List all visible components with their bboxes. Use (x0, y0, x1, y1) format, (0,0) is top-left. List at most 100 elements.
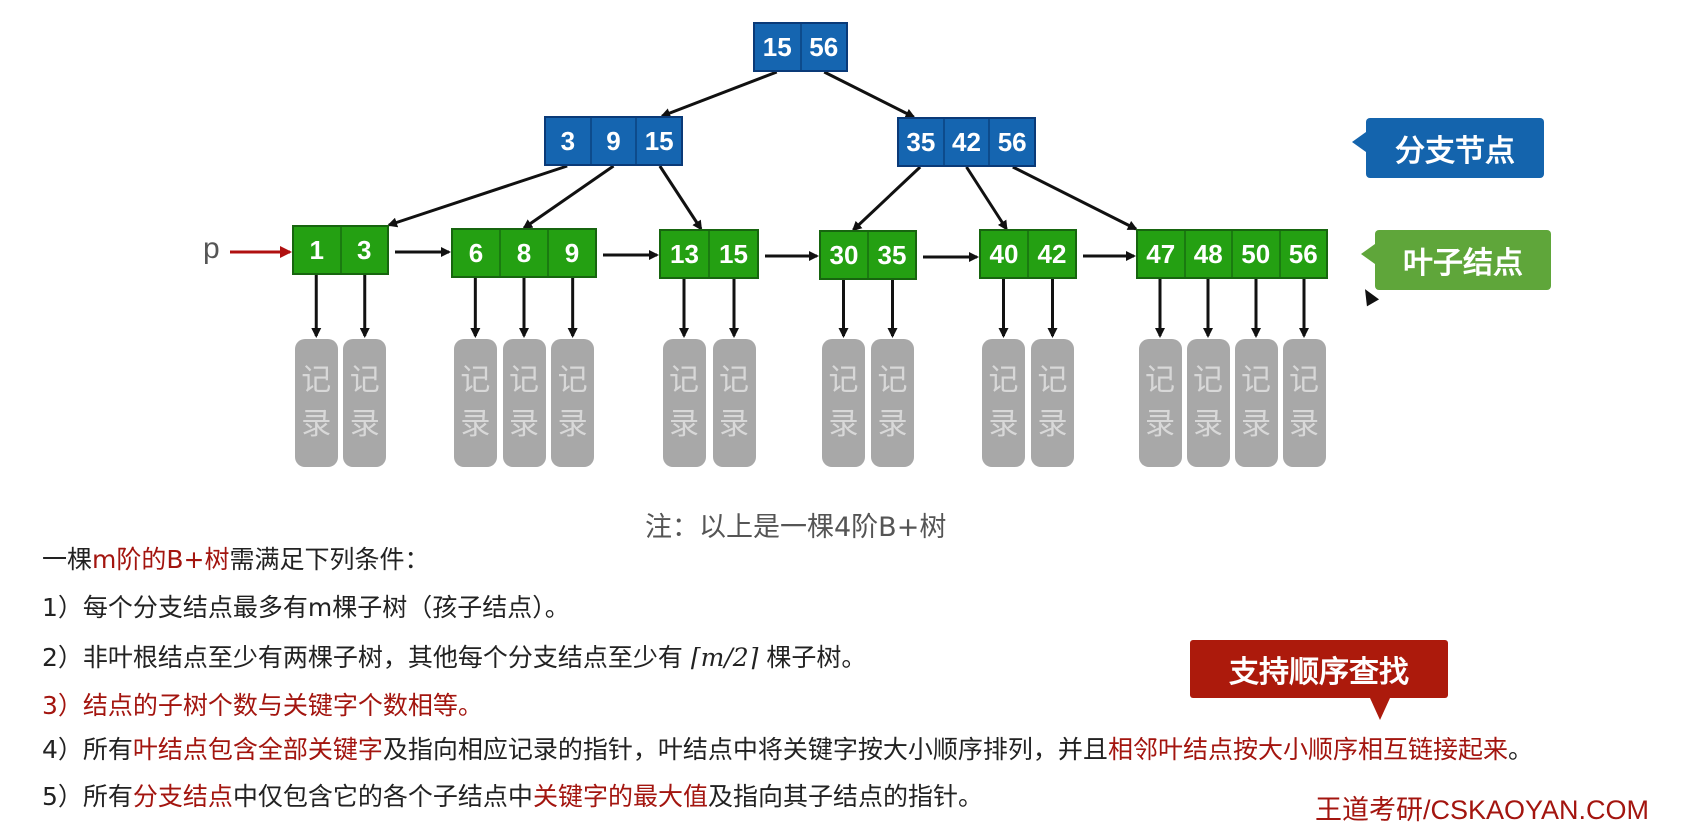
record-label: 记 (301, 363, 332, 398)
condition-2: 2）非叶根结点至少有两棵子树，其他每个分支结点至少有 ⌈m/2⌉ 棵子树。 (42, 638, 866, 674)
intro-text: 一棵 (42, 545, 93, 574)
record-label: 记 (719, 363, 749, 398)
record-block: 记录 (1031, 339, 1074, 467)
root-to-branch-arrow (823, 70, 916, 119)
record-block: 记录 (871, 339, 914, 467)
record-label: 录 (1289, 407, 1319, 442)
record-label: 记 (1145, 363, 1175, 398)
branch-to-leaf-arrow (1012, 165, 1138, 231)
root-to-branch-arrow (660, 70, 778, 118)
leaf-key-cell: 47 (1138, 231, 1186, 277)
condition-5-highlight-1: 分支结点 (132, 782, 233, 811)
condition-2-text-end: 棵子树。 (758, 643, 867, 672)
leaf-key-cell: 1 (294, 227, 342, 273)
leaf-key-cell: 50 (1233, 231, 1281, 277)
record-label: 记 (1241, 363, 1271, 398)
record-block: 记录 (712, 339, 756, 467)
record-label: 录 (828, 407, 859, 442)
record-label: 记 (349, 363, 380, 398)
record-block: 记录 (1282, 339, 1326, 467)
leaf-key-cell: 40 (981, 231, 1029, 277)
leaf-key-cell: 56 (1288, 238, 1318, 269)
record-block: 记录 (662, 339, 706, 467)
record-label: 记 (1037, 363, 1068, 398)
intro-text-end: 需满足下列条件： (229, 545, 430, 574)
branch-key-cell: 3 (546, 118, 592, 164)
ceil-m-half-formula: ⌈m/2⌉ (690, 643, 759, 672)
record-label: 录 (1193, 407, 1223, 442)
record-label: 记 (1193, 363, 1223, 398)
leaf-node: 30 35 (819, 230, 917, 280)
leaf-key-cell: 3 (357, 234, 372, 265)
condition-5-text-mid: 中仅包含它的各个子结点中 (232, 782, 533, 811)
record-label: 录 (301, 407, 332, 442)
condition-5-text-end: 及指向其子结点的指针。 (707, 782, 983, 811)
branch-to-leaf-arrow (387, 164, 568, 228)
root-key-cell: 56 (809, 31, 839, 62)
record-label: 录 (460, 407, 491, 442)
watermark: 王道考研/CSKAOYAN.COM (1315, 795, 1650, 825)
leaf-key-cell: 9 (564, 237, 580, 268)
record-label: 录 (877, 407, 908, 442)
branch-key-cell: 56 (997, 126, 1027, 157)
record-label: 记 (828, 363, 859, 398)
leaf-key-cell: 48 (1186, 231, 1233, 277)
branch-to-leaf-arrow (965, 166, 1008, 231)
branch-key-cell: 15 (644, 125, 674, 156)
record-label: 录 (1241, 407, 1271, 442)
condition-4-highlight-1: 叶结点包含全部关键字 (132, 735, 383, 764)
condition-5-highlight-2: 关键字的最大值 (532, 782, 708, 811)
record-label: 录 (557, 407, 588, 442)
conditions-intro: 一棵m阶的B+树需满足下列条件： (42, 540, 429, 576)
record-label: 记 (877, 363, 908, 398)
record-label: 录 (349, 407, 380, 442)
record-label: 记 (988, 363, 1019, 398)
record-label: 录 (719, 407, 749, 442)
tree-edges (230, 70, 1309, 338)
condition-4-text-end: 。 (1507, 735, 1533, 764)
record-label: 记 (460, 363, 491, 398)
leaf-key-cell: 8 (501, 230, 549, 276)
condition-3: 3）结点的子树个数与关键字个数相等。 (42, 691, 483, 720)
branch-key-cell: 35 (899, 119, 945, 165)
record-block: 记录 (1186, 339, 1230, 467)
condition-1: 1）每个分支结点最多有m棵子树（孩子结点）。 (42, 593, 570, 622)
sequential-search-callout: 支持顺序查找 (1190, 640, 1448, 720)
record-block: 记录 (453, 339, 497, 467)
record-block: 记录 (1234, 339, 1278, 467)
leaf-key-cell: 35 (877, 239, 907, 270)
root-key-cell: 15 (755, 24, 802, 70)
branch-to-leaf-arrow (522, 164, 615, 230)
record-block: 记录 (294, 339, 338, 467)
record-label: 记 (509, 363, 539, 398)
record-label: 录 (1037, 407, 1068, 442)
condition-4-text-mid: 及指向相应记录的指针，叶结点中将关键字按大小顺序排列，并且 (382, 735, 1108, 764)
record-block: 记录 (1138, 339, 1182, 467)
record-label: 记 (557, 363, 588, 398)
condition-4-text: 4）所有 (42, 735, 133, 764)
leaf-key-cell: 13 (661, 231, 710, 277)
record-block: 记录 (343, 339, 387, 467)
leaf-key-cell: 30 (821, 232, 869, 278)
record-label: 录 (988, 407, 1019, 442)
leaf-key-cell: 6 (453, 230, 501, 276)
branch-to-leaf-arrow (658, 165, 703, 231)
condition-2-text: 2）非叶根结点至少有两棵子树，其他每个分支结点至少有 (42, 643, 691, 672)
record-block: 记录 (982, 339, 1025, 467)
record-label: 记 (1289, 363, 1319, 398)
condition-5: 5）所有分支结点中仅包含它的各个子结点中关键字的最大值及指向其子结点的指针。 (42, 777, 983, 813)
record-label: 记 (669, 363, 699, 398)
intro-highlight: m阶的B+树 (92, 545, 230, 574)
record-block: 记录 (551, 339, 595, 467)
diagram-note: 注：以上是一棵4阶B+树 (645, 512, 947, 543)
leaf-node-callout: 叶子结点 (1361, 230, 1551, 290)
condition-4: 4）所有叶结点包含全部关键字及指向相应记录的指针，叶结点中将关键字按大小顺序排列… (42, 730, 1533, 766)
